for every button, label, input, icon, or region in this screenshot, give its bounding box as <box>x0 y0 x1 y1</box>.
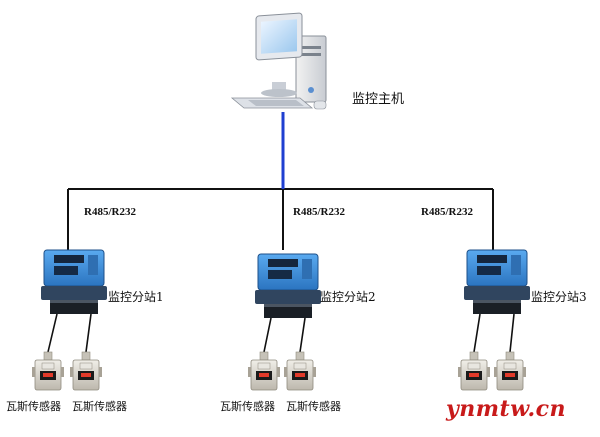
sensor-label: 瓦斯传感器 <box>286 400 341 413</box>
station-label-3: 监控分站3 <box>531 290 587 304</box>
gas-sensor-icon <box>31 351 65 391</box>
sensor-label: 瓦斯传感器 <box>6 400 61 413</box>
monitoring-substation-icon <box>463 249 531 315</box>
gas-sensor-icon <box>457 351 491 391</box>
station-label-1: 监控分站1 <box>108 290 164 304</box>
sensor-label: 瓦斯传感器 <box>220 400 275 413</box>
gas-sensor-icon <box>69 351 103 391</box>
connection-label-2: R485/R232 <box>293 206 345 218</box>
computer-icon <box>230 12 327 110</box>
station-label-2: 监控分站2 <box>320 290 376 304</box>
watermark: ynmtw.cn <box>446 396 566 422</box>
connection-label-1: R485/R232 <box>84 206 136 218</box>
gas-sensor-icon <box>283 351 317 391</box>
monitoring-substation-icon <box>254 253 322 319</box>
sensor-drop-lines <box>47 313 515 353</box>
connection-label-3: R485/R232 <box>421 206 473 218</box>
monitoring-substation-icon <box>40 249 108 315</box>
gas-sensor-icon <box>493 351 527 391</box>
gas-sensor-icon <box>247 351 281 391</box>
host-label: 监控主机 <box>352 92 405 107</box>
sensor-label: 瓦斯传感器 <box>72 400 127 413</box>
